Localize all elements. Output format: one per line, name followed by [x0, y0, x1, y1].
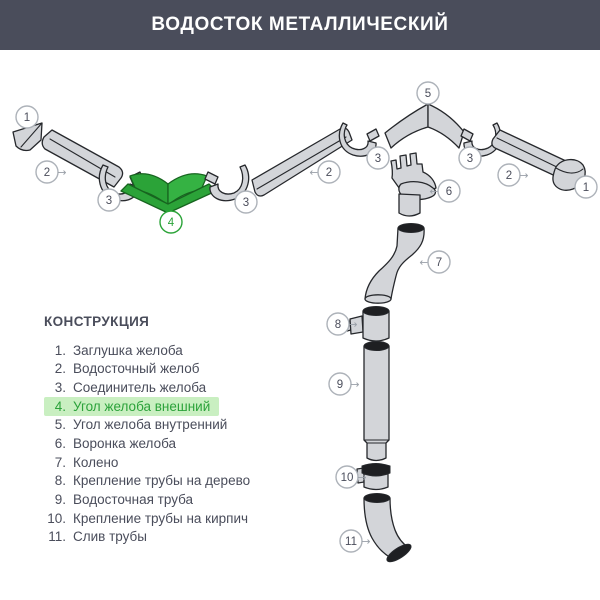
callout-cap-left: 1	[15, 105, 39, 129]
callout-bracket-brick: 10	[335, 465, 359, 489]
legend: КОНСТРУКЦИЯ 1. Заглушка желоба 2. Водосточ…	[44, 314, 259, 547]
svg-text:10: 10	[341, 472, 354, 484]
part-gutter-inner-corner	[384, 103, 465, 149]
part-gutter-end-cap-left	[12, 122, 43, 152]
callout-gutter-left: 2	[35, 160, 59, 184]
arrow-right-icon: →	[357, 471, 366, 484]
part-gutter-outer-corner	[120, 173, 217, 214]
part-gutter-funnel	[390, 152, 437, 217]
legend-item-num: 9.	[54, 492, 66, 508]
legend-item-9: 9. Водосточная труба	[44, 491, 202, 510]
legend-item-10: 10. Крепление трубы на кирпич	[44, 509, 257, 528]
svg-text:1: 1	[24, 112, 30, 124]
legend-item-2: 2. Водосточный желоб	[44, 360, 208, 379]
part-gutter-channel-mid	[251, 127, 353, 197]
arrow-right-icon: →	[350, 378, 359, 391]
svg-text:3: 3	[375, 153, 381, 165]
legend-item-label: Колено	[73, 454, 119, 470]
svg-text:8: 8	[335, 319, 341, 331]
arrow-right-icon: →	[361, 535, 370, 548]
callout-drain: 11	[339, 529, 363, 553]
svg-text:3: 3	[106, 195, 112, 207]
legend-item-label: Угол желоба внутренний	[73, 417, 228, 433]
legend-item-label: Слив трубы	[73, 529, 147, 545]
legend-item-5: 5. Угол желоба внутренний	[44, 416, 236, 435]
callout-corner-inner: 5	[416, 81, 440, 105]
callout-connector-peak-right: 3	[458, 146, 482, 170]
page-title: ВОДОСТОК МЕТАЛЛИЧЕСКИЙ	[151, 14, 449, 35]
part-pipe-drain	[363, 493, 412, 563]
legend-item-label: Заглушка желоба	[73, 342, 183, 358]
svg-text:2: 2	[44, 167, 50, 179]
part-pipe-bracket-wood	[345, 306, 390, 342]
arrow-right-icon: →	[519, 169, 528, 182]
svg-text:11: 11	[345, 536, 357, 548]
callout-cap-right: 1	[574, 175, 598, 199]
legend-item-num: 1.	[54, 342, 66, 358]
legend-item-4-highlighted: 4. Угол желоба внешний	[44, 397, 220, 416]
legend-item-label: Водосточная труба	[73, 492, 194, 508]
svg-text:6: 6	[446, 186, 452, 198]
legend-item-label: Водосточный желоб	[73, 361, 200, 377]
svg-text:1: 1	[583, 182, 589, 194]
legend-item-num: 10.	[47, 510, 66, 526]
legend-item-1: 1. Заглушка желоба	[44, 341, 192, 360]
part-gutter-connector-peak-left	[338, 122, 380, 157]
legend-item-label: Крепление трубы на кирпич	[73, 510, 249, 526]
callout-downpipe: 9	[328, 372, 352, 396]
arrow-left-icon: ←	[429, 185, 438, 198]
part-downpipe	[363, 341, 390, 462]
legend-item-6: 6. Воронка желоба	[44, 434, 185, 453]
svg-text:5: 5	[425, 88, 431, 100]
legend-item-num: 4.	[54, 398, 66, 414]
callout-bracket-wood: 8	[326, 312, 350, 336]
svg-text:4: 4	[168, 217, 175, 229]
callout-gutter-right: 2	[497, 163, 521, 187]
legend-item-num: 7.	[54, 454, 66, 470]
svg-text:2: 2	[326, 167, 332, 179]
arrow-right-icon: →	[348, 318, 357, 331]
legend-item-label: Воронка желоба	[73, 436, 177, 452]
legend-item-num: 11.	[48, 529, 66, 545]
legend-item-label: Крепление трубы на дерево	[73, 473, 251, 489]
legend-title: КОНСТРУКЦИЯ	[44, 314, 150, 329]
svg-text:9: 9	[337, 379, 343, 391]
arrow-right-icon: →	[57, 166, 66, 179]
legend-item-8: 8. Крепление трубы на дерево	[44, 472, 259, 491]
arrow-left-icon: ←	[309, 166, 318, 179]
legend-item-7: 7. Колено	[44, 453, 127, 472]
callout-elbow: 7	[427, 250, 451, 274]
part-pipe-bracket-brick	[356, 463, 391, 491]
svg-text:3: 3	[467, 153, 473, 165]
arrow-left-icon: ←	[419, 256, 428, 269]
legend-item-label: Угол желоба внешний	[73, 398, 211, 414]
legend-item-11: 11. Слив трубы	[44, 528, 156, 547]
svg-text:3: 3	[243, 197, 249, 209]
legend-item-label: Соединитель желоба	[73, 379, 207, 395]
callout-connector-left: 3	[97, 188, 121, 212]
svg-text:2: 2	[506, 170, 512, 182]
legend-item-num: 3.	[54, 379, 66, 395]
legend-item-num: 2.	[54, 361, 66, 377]
legend-item-num: 6.	[54, 436, 66, 452]
callout-funnel: 6	[437, 179, 461, 203]
callout-gutter-mid: 2	[317, 160, 341, 184]
legend-item-3: 3. Соединитель желоба	[44, 378, 215, 397]
legend-list: 1. Заглушка желоба 2. Водосточный желоб 3.…	[44, 341, 259, 547]
legend-item-num: 5.	[54, 417, 66, 433]
header-bar: ВОДОСТОК МЕТАЛЛИЧЕСКИЙ	[0, 0, 600, 50]
callout-connector-peak-left: 3	[366, 146, 390, 170]
callout-corner-outer: 4	[159, 210, 183, 234]
callout-connector-mid: 3	[234, 190, 258, 214]
legend-item-num: 8.	[54, 473, 66, 489]
part-downpipe-elbow	[364, 223, 425, 304]
svg-text:7: 7	[436, 257, 442, 269]
